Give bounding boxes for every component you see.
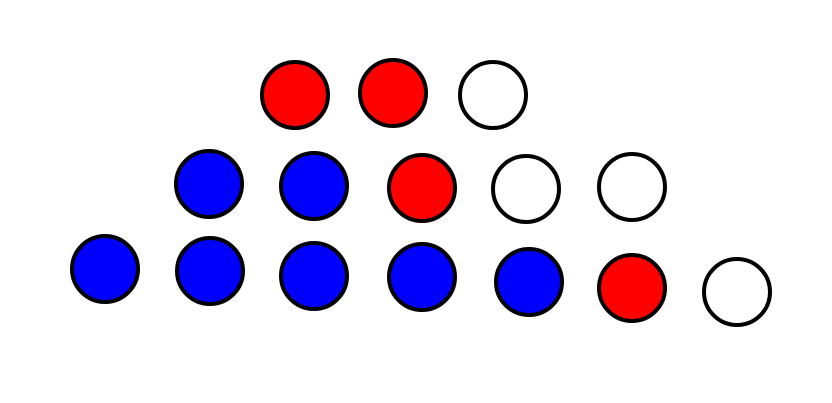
row-middle (174, 149, 667, 224)
row-bottom-circle-5-blue (494, 247, 564, 317)
row-top-circle-1-red (260, 60, 330, 130)
row-top-circle-3-empty (458, 60, 528, 130)
row-middle-circle-2-blue (279, 151, 349, 221)
row-middle-circle-5-empty (597, 152, 667, 222)
row-top-circle-2-red (358, 58, 428, 128)
row-bottom-circle-3-blue (279, 241, 349, 311)
row-bottom-circle-7-empty (702, 257, 772, 327)
row-bottom-circle-6-red (597, 253, 667, 323)
row-bottom-circle-2-blue (175, 236, 245, 306)
row-bottom (70, 234, 772, 327)
row-middle-circle-3-red (387, 153, 457, 223)
row-bottom-circle-1-blue (70, 234, 140, 304)
row-middle-circle-1-blue (174, 149, 244, 219)
row-top (260, 58, 528, 130)
row-bottom-circle-4-blue (387, 242, 457, 312)
row-middle-circle-4-empty (491, 154, 561, 224)
